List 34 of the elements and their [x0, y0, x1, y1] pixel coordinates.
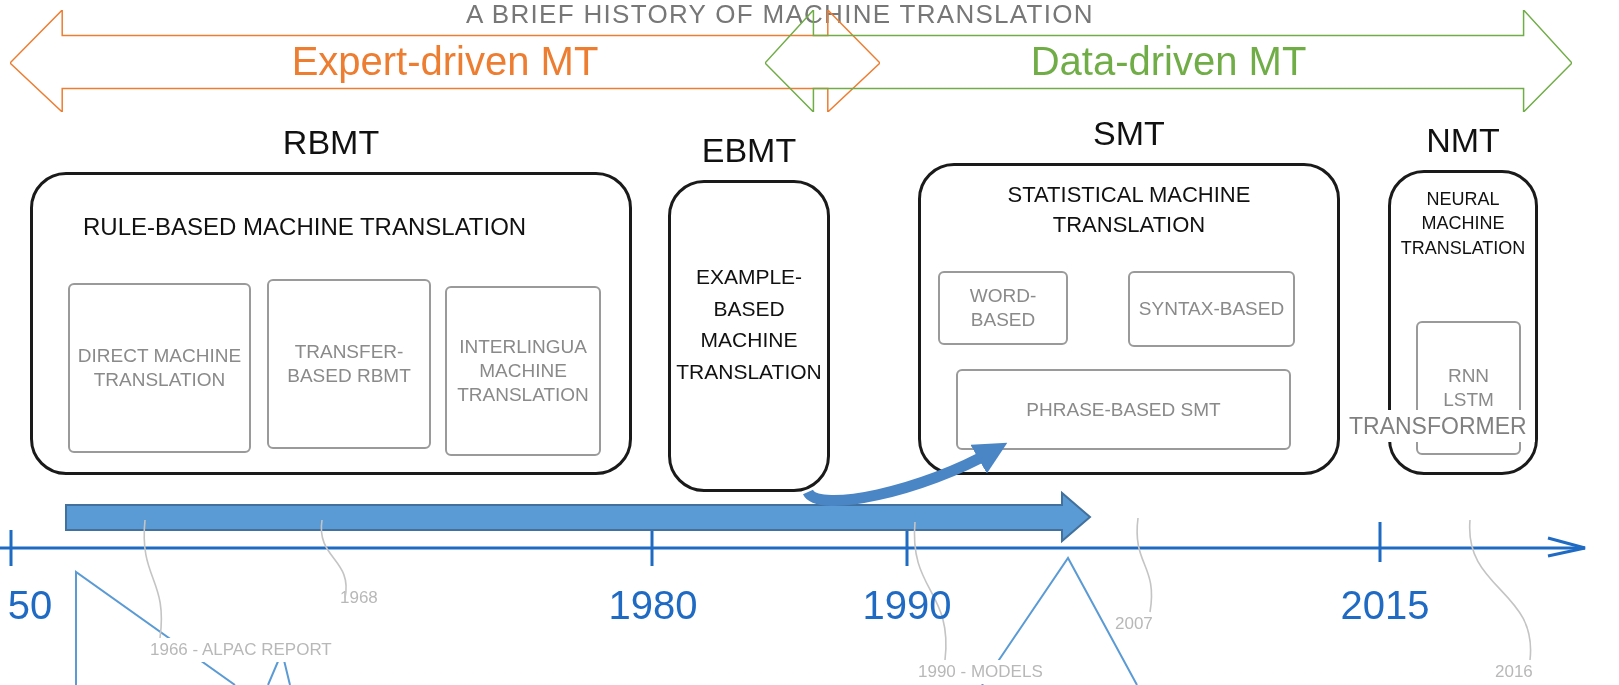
sub-box: [1128, 271, 1295, 347]
box-label: RNN LSTM: [1442, 364, 1495, 412]
box-label: WORD-BASED: [968, 284, 1038, 332]
leader-line: [1469, 519, 1532, 661]
sub-box: [938, 271, 1068, 345]
leader-line: [320, 519, 347, 599]
year-label: 50: [6, 582, 54, 628]
category-title: EXAMPLE-BASED MACHINE TRANSLATION: [675, 264, 823, 385]
arrow-label: Data-driven MT: [1030, 41, 1307, 81]
leader-line: [913, 521, 947, 661]
year-label: 1990: [862, 582, 952, 628]
category-title: NEURAL MACHINE TRANSLATION: [1399, 188, 1527, 260]
category-title: STATISTICAL MACHINE TRANSLATION: [1006, 181, 1252, 239]
sub-box: [956, 369, 1291, 450]
sub-box: [445, 286, 601, 456]
category-heading: NMT: [1425, 120, 1501, 161]
box-label: INTERLINGUA MACHINE TRANSLATION: [456, 335, 590, 407]
category-title: RULE-BASED MACHINE TRANSLATION: [82, 212, 528, 242]
box-label: SYNTAX-BASED: [1138, 297, 1285, 321]
arrow-label: Expert-driven MT: [291, 41, 599, 81]
box-label: PHRASE-BASED SMT: [1026, 397, 1221, 422]
box-label: DIRECT MACHINE TRANSLATION: [76, 344, 243, 392]
category-heading: RBMT: [281, 122, 381, 163]
leader-line: [1136, 517, 1153, 613]
year-label: 2015: [1339, 582, 1431, 628]
year-label: 1980: [608, 582, 698, 628]
category-heading: EBMT: [700, 130, 798, 171]
category-heading: SMT: [1092, 113, 1166, 154]
event-label: 1990 - MODELS: [918, 660, 1044, 684]
leader-line: [143, 519, 163, 639]
diagram-title: A BRIEF HISTORY OF MACHINE TRANSLATION: [465, 0, 1095, 28]
sub-box: [68, 283, 251, 453]
sub-box: [267, 279, 431, 449]
box-label: TRANSFER-BASED RBMT: [286, 340, 412, 388]
